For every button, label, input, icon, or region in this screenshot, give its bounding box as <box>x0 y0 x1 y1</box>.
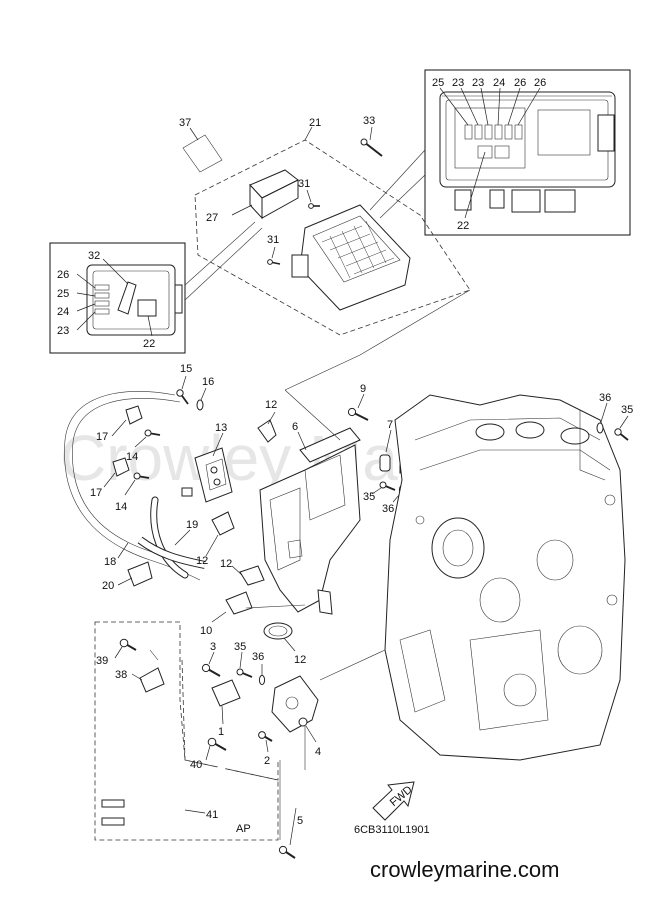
wire-harness-left: 20 18 19 17 17 14 14 15 16 <box>64 363 214 592</box>
label-26: 26 <box>534 77 546 89</box>
label-35: 35 <box>234 641 246 653</box>
label-6: 6 <box>292 421 298 433</box>
label-36: 36 <box>382 503 394 515</box>
label-26: 26 <box>57 269 69 281</box>
label-18: 18 <box>104 556 116 568</box>
label-15: 15 <box>180 363 192 375</box>
label-35: 35 <box>363 491 375 503</box>
label-5: 5 <box>297 815 303 827</box>
label-31: 31 <box>298 178 310 190</box>
label-24: 24 <box>493 77 505 89</box>
label-23: 23 <box>57 325 69 337</box>
label-23: 23 <box>452 77 464 89</box>
label-35: 35 <box>621 404 633 416</box>
label-17: 17 <box>96 431 108 443</box>
fwd-arrow: FWD <box>372 781 415 821</box>
label-20: 20 <box>102 580 114 592</box>
label-3: 3 <box>210 641 216 653</box>
relay-13: 13 <box>181 422 233 503</box>
label-12: 12 <box>265 399 277 411</box>
label-31: 31 <box>267 234 279 246</box>
label-4: 4 <box>315 746 321 758</box>
label-27: 27 <box>206 212 218 224</box>
label-16: 16 <box>202 376 214 388</box>
ap-label: AP <box>236 823 251 835</box>
label-1: 1 <box>218 726 224 738</box>
clips-12: 12 12 12 10 12 <box>196 399 306 666</box>
label-12: 12 <box>220 558 232 570</box>
label-19: 19 <box>186 519 198 531</box>
label-10: 10 <box>200 625 212 637</box>
label-14: 14 <box>115 501 127 513</box>
inset-ecu-fuse-top: 25 23 23 24 26 26 22 <box>424 69 631 236</box>
label-7: 7 <box>387 419 393 431</box>
label-40: 40 <box>190 759 202 771</box>
label-22: 22 <box>143 338 155 350</box>
label-33: 33 <box>363 115 375 127</box>
lower-assembly: 4 1 3 35 36 2 5 <box>181 641 386 859</box>
label-36: 36 <box>252 651 264 663</box>
ecu-assembly: 21 27 37 33 31 31 <box>179 115 471 336</box>
label-25: 25 <box>57 288 69 300</box>
label-38: 38 <box>115 669 127 681</box>
label-2: 2 <box>264 755 270 767</box>
label-14: 14 <box>126 451 138 463</box>
label-25: 25 <box>432 77 444 89</box>
label-12: 12 <box>196 555 208 567</box>
ap-box-battery-cables: AP 41 38 39 40 <box>94 621 279 841</box>
inset-ecu-fuse-left: 32 26 25 24 23 22 <box>49 242 186 354</box>
label-26: 26 <box>514 77 526 89</box>
engine-block: 36 35 <box>384 392 633 761</box>
label-21: 21 <box>309 117 321 129</box>
label-12: 12 <box>294 654 306 666</box>
label-37: 37 <box>179 117 191 129</box>
label-24: 24 <box>57 306 69 318</box>
label-36: 36 <box>599 392 611 404</box>
label-32: 32 <box>88 250 100 262</box>
bracket-6: 6 9 7 8 35 36 <box>259 289 471 615</box>
label-13: 13 <box>215 422 227 434</box>
footer-url: crowleymarine.com <box>370 857 560 882</box>
label-17: 17 <box>90 487 102 499</box>
label-41: 41 <box>206 809 218 821</box>
label-9: 9 <box>360 383 366 395</box>
label-39: 39 <box>96 655 108 667</box>
label-22: 22 <box>457 220 469 232</box>
drawing-code: 6CB3110L1901 <box>354 824 430 836</box>
label-23: 23 <box>472 77 484 89</box>
